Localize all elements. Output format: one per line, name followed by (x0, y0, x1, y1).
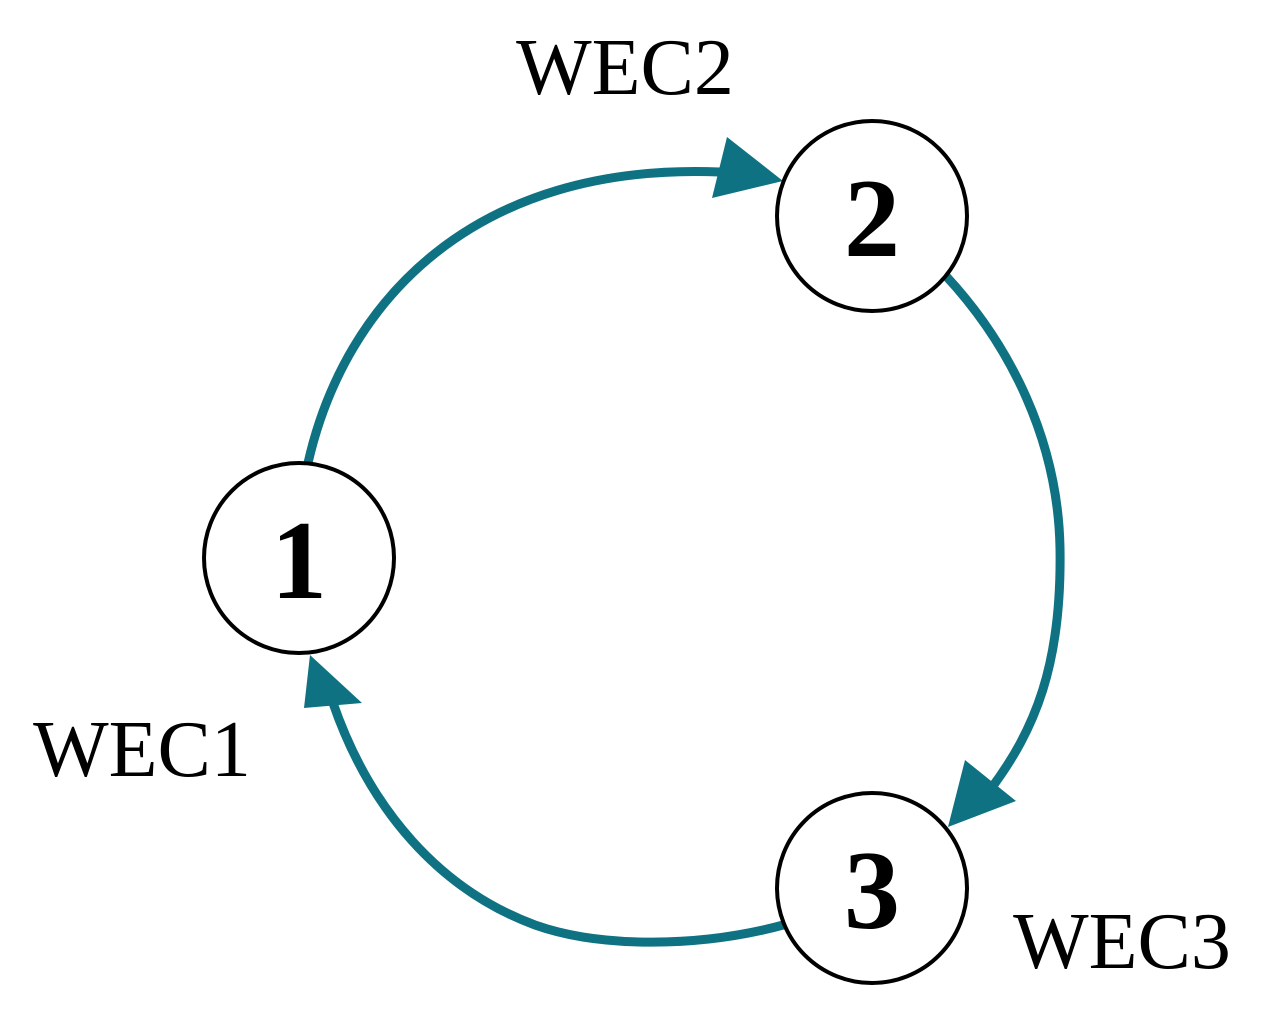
edge-3-to-1 (328, 698, 792, 947)
node-2-number: 2 (844, 157, 900, 281)
node-1: 1 (202, 461, 396, 655)
node-1-number: 1 (271, 499, 327, 623)
node-3: 3 (775, 791, 969, 985)
node-2-circle (775, 119, 969, 313)
edges-group (303, 137, 1065, 947)
edge-2-to-3-arrowhead (948, 760, 1016, 827)
node-3-label: WEC3 (1013, 898, 1231, 986)
edge-2-to-3 (941, 271, 1065, 795)
edge-1-to-2-arrowhead (712, 137, 783, 198)
edge-1-to-2 (303, 167, 725, 468)
node-3-number: 3 (844, 829, 900, 953)
node-1-circle (202, 461, 396, 655)
node-1-label: WEC1 (33, 706, 251, 794)
node-2: 2 (775, 119, 969, 313)
edge-3-to-1-arrowhead (304, 655, 362, 708)
node-2-label: WEC2 (516, 24, 734, 112)
node-3-circle (775, 791, 969, 985)
